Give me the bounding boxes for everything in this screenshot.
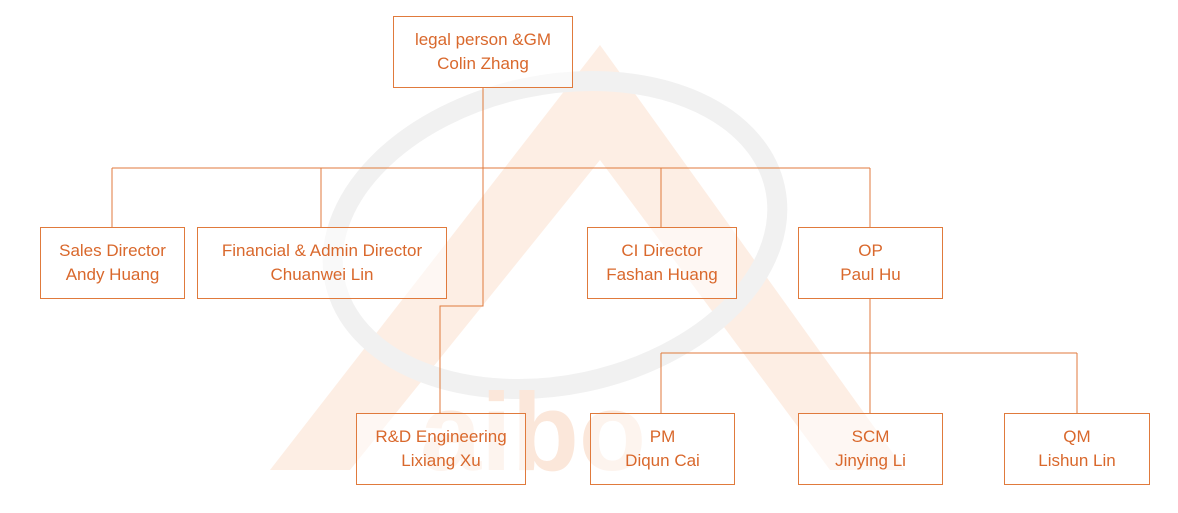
node-ci-director: CI Director Fashan Huang <box>587 227 737 299</box>
node-person: Lixiang Xu <box>401 451 481 470</box>
node-title: SCM <box>851 427 890 446</box>
node-person: Fashan Huang <box>606 265 718 284</box>
node-title: CI Director <box>621 241 703 260</box>
node-person: Colin Zhang <box>437 54 529 73</box>
node-person: Andy Huang <box>65 265 160 284</box>
node-person: Paul Hu <box>840 265 901 284</box>
node-person: Diqun Cai <box>625 451 700 470</box>
node-person: Chuanwei Lin <box>270 265 374 284</box>
node-pm: PM Diqun Cai <box>590 413 735 485</box>
connector-to-rd <box>439 168 484 413</box>
node-qm: QM Lishun Lin <box>1004 413 1150 485</box>
node-rd-engineering: R&D Engineering Lixiang Xu <box>356 413 526 485</box>
node-title: Financial & Admin Director <box>221 241 423 260</box>
node-scm: SCM Jinying Li <box>798 413 943 485</box>
node-person: Lishun Lin <box>1038 451 1116 470</box>
node-op: OP Paul Hu <box>798 227 943 299</box>
node-finance-director: Financial & Admin Director Chuanwei Lin <box>197 227 447 299</box>
node-title: PM <box>649 427 676 446</box>
node-sales-director: Sales Director Andy Huang <box>40 227 185 299</box>
node-gm: legal person &GM Colin Zhang <box>393 16 573 88</box>
node-title: legal person &GM <box>414 30 552 49</box>
node-title: Sales Director <box>59 241 166 260</box>
node-title: OP <box>858 241 883 260</box>
node-title: QM <box>1063 427 1091 446</box>
node-title: R&D Engineering <box>375 427 507 446</box>
node-person: Jinying Li <box>835 451 906 470</box>
